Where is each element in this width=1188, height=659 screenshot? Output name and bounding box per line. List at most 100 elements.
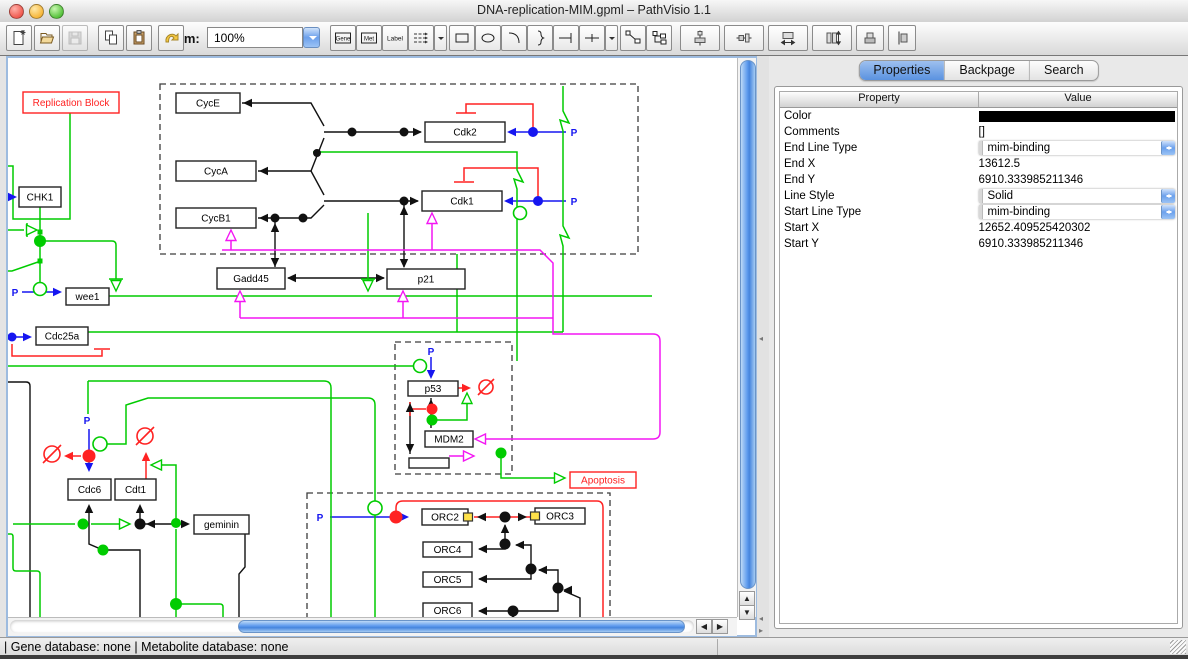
node-replication-block[interactable] — [22, 91, 120, 114]
dropdown-line-style[interactable]: Solid — [978, 189, 1175, 203]
zoom-combobox[interactable]: 100% — [207, 27, 303, 48]
property-value[interactable]: mim-binding — [978, 140, 1178, 156]
link-branch-button[interactable] — [646, 25, 672, 51]
minimize-icon[interactable] — [29, 4, 44, 19]
label-tool-button[interactable]: Label — [382, 25, 408, 51]
property-value[interactable]: Solid — [978, 188, 1178, 204]
property-value[interactable]: 6910.333985211346 — [978, 174, 1084, 186]
property-value[interactable]: [] — [978, 126, 985, 138]
brace-tool-button[interactable] — [527, 25, 553, 51]
property-value[interactable]: 6910.333985211346 — [978, 238, 1084, 250]
vertical-scrollbar-thumb[interactable] — [739, 60, 756, 589]
vertical-scrollbar[interactable]: ▲ ▼ — [737, 58, 756, 620]
scroll-left-button[interactable]: ◀ — [696, 619, 712, 634]
property-value[interactable]: 12652.409525420302 — [978, 222, 1091, 234]
align-center-vertical-button[interactable] — [724, 25, 764, 51]
title-bar[interactable]: DNA-replication-MIM.gpml – PathVisio 1.1 — [0, 0, 1188, 23]
new-button[interactable] — [6, 25, 32, 51]
property-row-color[interactable]: Color — [780, 108, 1177, 124]
resize-grip-icon[interactable] — [1170, 640, 1186, 654]
color-swatch[interactable] — [978, 110, 1175, 122]
horizontal-scrollbar[interactable]: ◀ ▶ — [8, 617, 737, 636]
node-Cdk1[interactable] — [421, 190, 503, 212]
paste-button[interactable] — [126, 25, 152, 51]
metabolite-button[interactable]: Met — [356, 25, 382, 51]
zoom-window-icon[interactable] — [49, 4, 64, 19]
node-Cdc6[interactable] — [67, 478, 112, 501]
gene-product-button[interactable]: Gene — [330, 25, 356, 51]
tab-backpage[interactable]: Backpage — [945, 61, 1030, 80]
copy-button[interactable] — [98, 25, 124, 51]
node-CycB1[interactable] — [175, 207, 257, 229]
scroll-right-button[interactable]: ▶ — [712, 619, 728, 634]
node-Cdt1[interactable] — [114, 478, 157, 501]
oval-tool-button[interactable] — [475, 25, 501, 51]
tbar-tool-button[interactable] — [579, 25, 605, 51]
set-common-height-button[interactable] — [812, 25, 852, 51]
set-common-width-button[interactable] — [768, 25, 808, 51]
dropdown-start-line-type[interactable]: mim-binding — [978, 205, 1175, 219]
node-ORC5[interactable] — [422, 571, 473, 588]
anchor-square-glyph[interactable] — [529, 511, 541, 521]
splitter-collapse-icon[interactable]: ◂ — [759, 334, 764, 343]
node-Apoptosis[interactable] — [569, 471, 637, 489]
node-geminin[interactable] — [193, 514, 250, 535]
node-CycE[interactable] — [175, 92, 241, 114]
align-left-button[interactable] — [888, 25, 916, 51]
node-p21[interactable] — [386, 268, 466, 290]
property-value[interactable]: mim-binding — [978, 204, 1178, 220]
save-button[interactable] — [62, 25, 88, 51]
scroll-down-button[interactable]: ▼ — [739, 605, 755, 620]
node-Cdk2[interactable] — [424, 121, 506, 143]
line-tool-button[interactable] — [408, 25, 434, 51]
node-ORC4[interactable] — [422, 541, 473, 558]
node-Cdc25a[interactable] — [35, 326, 89, 346]
node-Gadd45[interactable] — [216, 267, 286, 290]
node-dna-box[interactable] — [408, 457, 450, 469]
dropdown-stepper-icon[interactable] — [1160, 141, 1175, 155]
node-CHK1[interactable] — [18, 186, 62, 208]
dropdown-stepper-icon[interactable] — [1160, 189, 1175, 203]
property-value[interactable]: 13612.5 — [978, 158, 1021, 170]
horizontal-scrollbar-thumb[interactable] — [238, 620, 685, 633]
zoom-dropdown-button[interactable] — [303, 27, 320, 48]
splitter-arrow-left-icon[interactable]: ◂ — [759, 614, 764, 623]
line-tool-caret-button[interactable] — [434, 25, 447, 51]
rectangle-tool-button[interactable] — [449, 25, 475, 51]
node-p53[interactable] — [407, 380, 459, 397]
property-value[interactable] — [978, 108, 1178, 124]
pathway-edge — [8, 113, 71, 220]
align-top-button[interactable] — [856, 25, 884, 51]
panel-splitter[interactable]: ◂ ◂ ▸ — [757, 56, 769, 637]
node-wee1[interactable] — [65, 287, 110, 306]
dropdown-stepper-icon[interactable] — [1160, 205, 1175, 219]
anchor-square-glyph[interactable] — [462, 512, 474, 522]
node-MDM2[interactable] — [424, 430, 474, 448]
align-center-horizontal-button[interactable] — [680, 25, 720, 51]
column-header-value[interactable]: Value — [1064, 92, 1092, 104]
open-button[interactable] — [34, 25, 60, 51]
arc-tool-button[interactable] — [501, 25, 527, 51]
scroll-up-button[interactable]: ▲ — [739, 591, 755, 606]
node-ORC6[interactable] — [422, 602, 473, 618]
property-row-comments[interactable]: Comments[] — [780, 124, 1177, 140]
dropdown-end-line-type[interactable]: mim-binding — [978, 141, 1175, 155]
line-endcap-tool-button[interactable] — [553, 25, 579, 51]
splitter-arrow-right-icon[interactable]: ▸ — [759, 626, 764, 635]
column-header-property[interactable]: Property — [780, 92, 979, 107]
tbar-caret-button[interactable] — [605, 25, 618, 51]
node-CycA[interactable] — [175, 160, 257, 182]
undo-button[interactable] — [158, 25, 184, 51]
tab-search[interactable]: Search — [1043, 63, 1084, 77]
close-icon[interactable] — [9, 4, 24, 19]
tab-properties[interactable]: Properties — [859, 61, 946, 80]
link-anchor-button[interactable] — [620, 25, 646, 51]
